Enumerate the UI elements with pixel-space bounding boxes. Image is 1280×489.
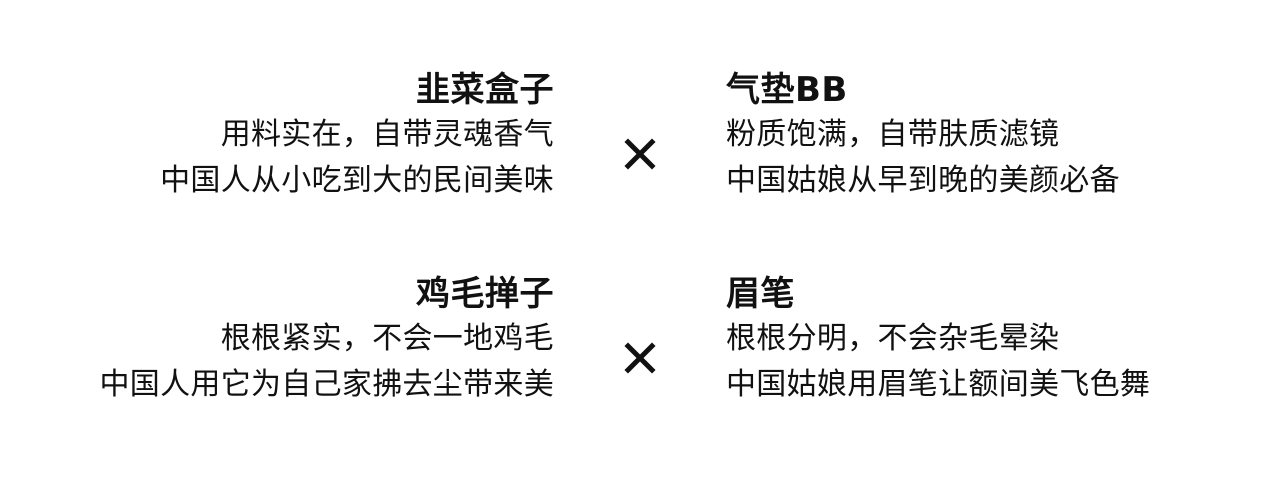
right-item-line-2: 中国姑娘用眉笔让额间美飞色舞 <box>726 367 1151 402</box>
right-item-eyebrow-pencil: 眉笔 根根分明，不会杂毛晕染 中国姑娘用眉笔让额间美飞色舞 <box>726 272 1150 408</box>
left-item-line-2: 中国人用它为自己家拂去尘带来美 <box>99 367 554 402</box>
left-item-chive-box: 韭菜盒子 用料实在，自带灵魂香气 中国人从小吃到大的民间美味 <box>160 68 554 204</box>
left-item-line-2: 中国人从小吃到大的民间美味 <box>160 163 554 198</box>
right-item-line-2: 中国姑娘从早到晚的美颜必备 <box>726 163 1120 198</box>
left-item-title: 鸡毛掸子 <box>416 274 554 314</box>
comparison-pair-2: 鸡毛掸子 根根紧实，不会一地鸡毛 中国人用它为自己家拂去尘带来美 眉笔 根根分明… <box>0 272 1280 422</box>
right-item-line-1: 根根分明，不会杂毛晕染 <box>726 321 1060 356</box>
right-item-cushion-bb: 气垫BB 粉质饱满，自带肤质滤镜 中国姑娘从早到晚的美颜必备 <box>726 68 1120 204</box>
left-item-feather-duster: 鸡毛掸子 根根紧实，不会一地鸡毛 中国人用它为自己家拂去尘带来美 <box>100 272 555 408</box>
left-item-line-1: 用料实在，自带灵魂香气 <box>220 117 554 152</box>
right-item-title: 气垫BB <box>726 70 848 110</box>
times-icon <box>622 136 658 172</box>
left-item-line-1: 根根紧实，不会一地鸡毛 <box>220 321 554 356</box>
right-item-line-1: 粉质饱满，自带肤质滤镜 <box>726 117 1060 152</box>
left-item-title: 韭菜盒子 <box>416 70 554 110</box>
comparison-pair-1: 韭菜盒子 用料实在，自带灵魂香气 中国人从小吃到大的民间美味 气垫BB 粉质饱满… <box>0 68 1280 218</box>
right-item-title: 眉笔 <box>726 274 795 314</box>
times-icon <box>622 340 658 376</box>
